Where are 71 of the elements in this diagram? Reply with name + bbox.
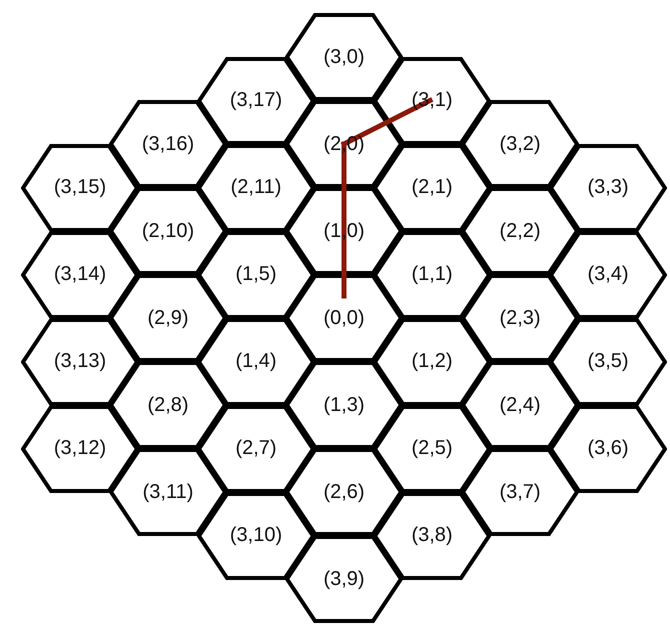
hexagon-cell <box>549 144 667 232</box>
hexagon-cell <box>109 274 227 362</box>
cell-label: (1,4) <box>235 350 277 373</box>
cell-label: (3,2) <box>499 132 541 156</box>
hexagon-cell <box>285 535 403 623</box>
cell-label: (2,9) <box>147 306 189 330</box>
cell-label: (2,1) <box>411 176 453 199</box>
hexagon-cell <box>461 274 579 362</box>
cell-label: (3,4) <box>587 263 629 286</box>
cell-label: (3,10) <box>230 524 282 547</box>
cell-label: (3,12) <box>54 437 106 460</box>
cell-label: (3,16) <box>142 132 194 156</box>
hexagon-cell <box>197 492 315 580</box>
hexagon-cell <box>549 318 667 406</box>
cell-label: (3,14) <box>54 263 106 286</box>
hexagon-cell <box>549 404 667 492</box>
cell-label: (1,2) <box>411 350 453 373</box>
cell-label: (3,17) <box>230 89 282 112</box>
cell-label: (3,5) <box>587 350 629 373</box>
hexagon-cell <box>373 56 491 144</box>
cell-label: (1,1) <box>411 263 453 286</box>
route-line <box>342 98 432 146</box>
cell-label: (3,9) <box>323 568 365 590</box>
hexagon-cell <box>285 361 403 449</box>
hexagon-cell <box>109 448 227 536</box>
cell-label: (2,2) <box>499 220 541 242</box>
cell-label: (3,3) <box>587 176 629 199</box>
cell-label: (3,7) <box>499 480 541 504</box>
cell-label: (3,8) <box>411 524 453 547</box>
hexagon-cell <box>197 144 315 232</box>
hexagon-cell <box>197 404 315 492</box>
hexagon-cell <box>285 274 403 362</box>
cell-label: (0,0) <box>323 306 365 330</box>
cell-label: (2,10) <box>142 220 194 242</box>
cell-label: (3,11) <box>142 480 194 504</box>
hexagon-cell <box>461 361 579 449</box>
cell-label: (3,6) <box>587 437 629 460</box>
hexagon-cell <box>21 318 139 406</box>
hexagon-cell <box>109 361 227 449</box>
hexagon-cell <box>109 187 227 275</box>
cell-label: (3,0) <box>323 46 365 68</box>
hexagon-cell <box>285 448 403 536</box>
hexagon-cell <box>197 318 315 406</box>
cell-label: (2,3) <box>499 306 541 330</box>
cell-label: (2,5) <box>411 437 453 460</box>
hexagon-cell <box>373 144 491 232</box>
hexagon-cell <box>549 230 667 318</box>
cell-label: (1,5) <box>235 263 277 286</box>
hexagon-cell <box>21 404 139 492</box>
hexagon-cell <box>197 230 315 318</box>
cell-label: (2,11) <box>230 176 282 199</box>
hexagon-cell <box>21 230 139 318</box>
hexagon-cell <box>285 13 403 101</box>
hexagon-cell <box>461 187 579 275</box>
hexagon-cell <box>373 404 491 492</box>
cell-label: (3,1) <box>411 89 453 112</box>
hexagon-cell <box>21 144 139 232</box>
hexagon-cell <box>109 100 227 188</box>
hexagon-cell <box>197 56 315 144</box>
cell-label: (2,6) <box>323 480 365 504</box>
hexagon-cell <box>373 318 491 406</box>
hexagon-cell <box>461 448 579 536</box>
cell-label: (3,15) <box>54 176 106 199</box>
cell-label: (3,13) <box>54 350 106 373</box>
hexagon-cell <box>461 100 579 188</box>
cell-label: (2,7) <box>235 437 277 460</box>
hexagon-cell <box>373 230 491 318</box>
cell-label: (2,4) <box>499 394 541 416</box>
cell-label: (1,3) <box>323 394 365 416</box>
hexagon-cell <box>373 492 491 580</box>
cell-label: (2,8) <box>147 394 189 416</box>
